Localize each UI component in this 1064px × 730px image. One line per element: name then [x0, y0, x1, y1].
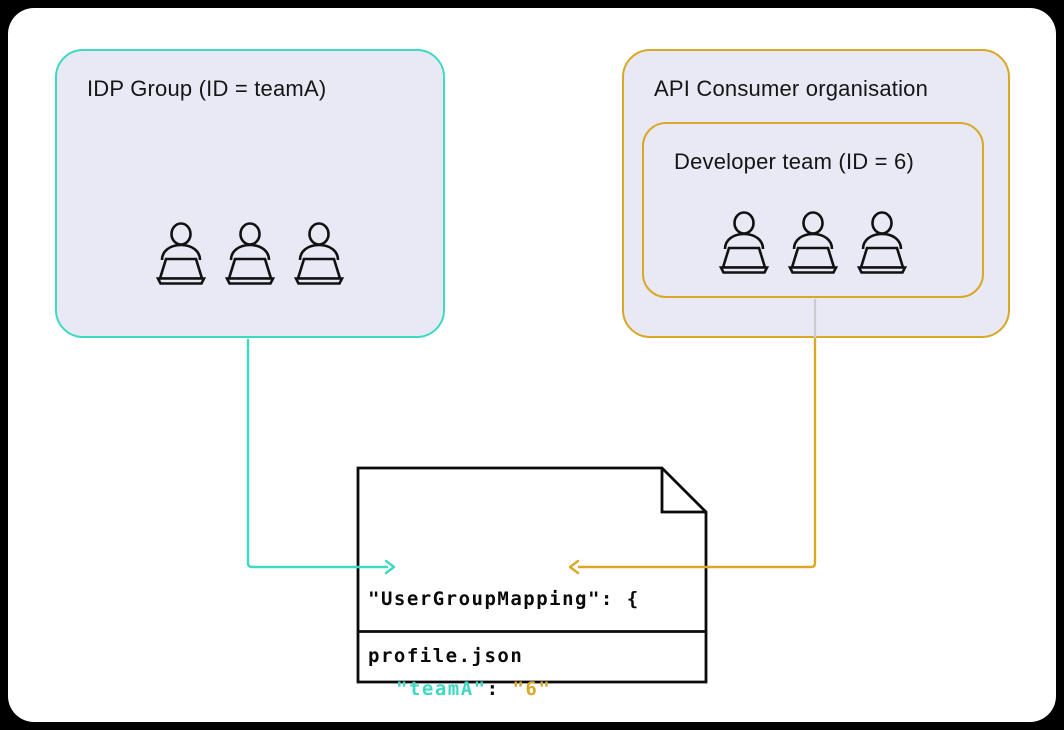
- user-group-mapping-code: "UserGroupMapping": { "teamA": "6" }: [368, 524, 640, 730]
- developer-team-members: [644, 211, 982, 275]
- idp-group-members: [57, 222, 443, 286]
- api-consumer-org-box: API Consumer organisation Developer team…: [622, 49, 1010, 338]
- developer-team-title: Developer team (ID = 6): [674, 149, 914, 174]
- mapping-separator: :: [486, 678, 513, 700]
- person-laptop-icon: [293, 222, 345, 285]
- code-line-mapping: "teamA": "6": [368, 674, 640, 704]
- code-line-open: "UserGroupMapping": {: [368, 588, 640, 610]
- document-filename: profile.json: [368, 645, 524, 667]
- idp-group-box: IDP Group (ID = teamA): [55, 49, 445, 338]
- person-laptop-icon: [787, 211, 839, 274]
- developer-team-box: Developer team (ID = 6): [642, 122, 984, 298]
- person-laptop-icon: [856, 211, 908, 274]
- api-consumer-org-title: API Consumer organisation: [654, 76, 929, 101]
- mapping-value: "6": [512, 678, 552, 700]
- person-laptop-icon: [155, 222, 207, 285]
- person-laptop-icon: [718, 211, 770, 274]
- person-laptop-icon: [224, 222, 276, 285]
- mapping-key: "teamA": [396, 678, 487, 700]
- idp-group-title: IDP Group (ID = teamA): [87, 76, 327, 101]
